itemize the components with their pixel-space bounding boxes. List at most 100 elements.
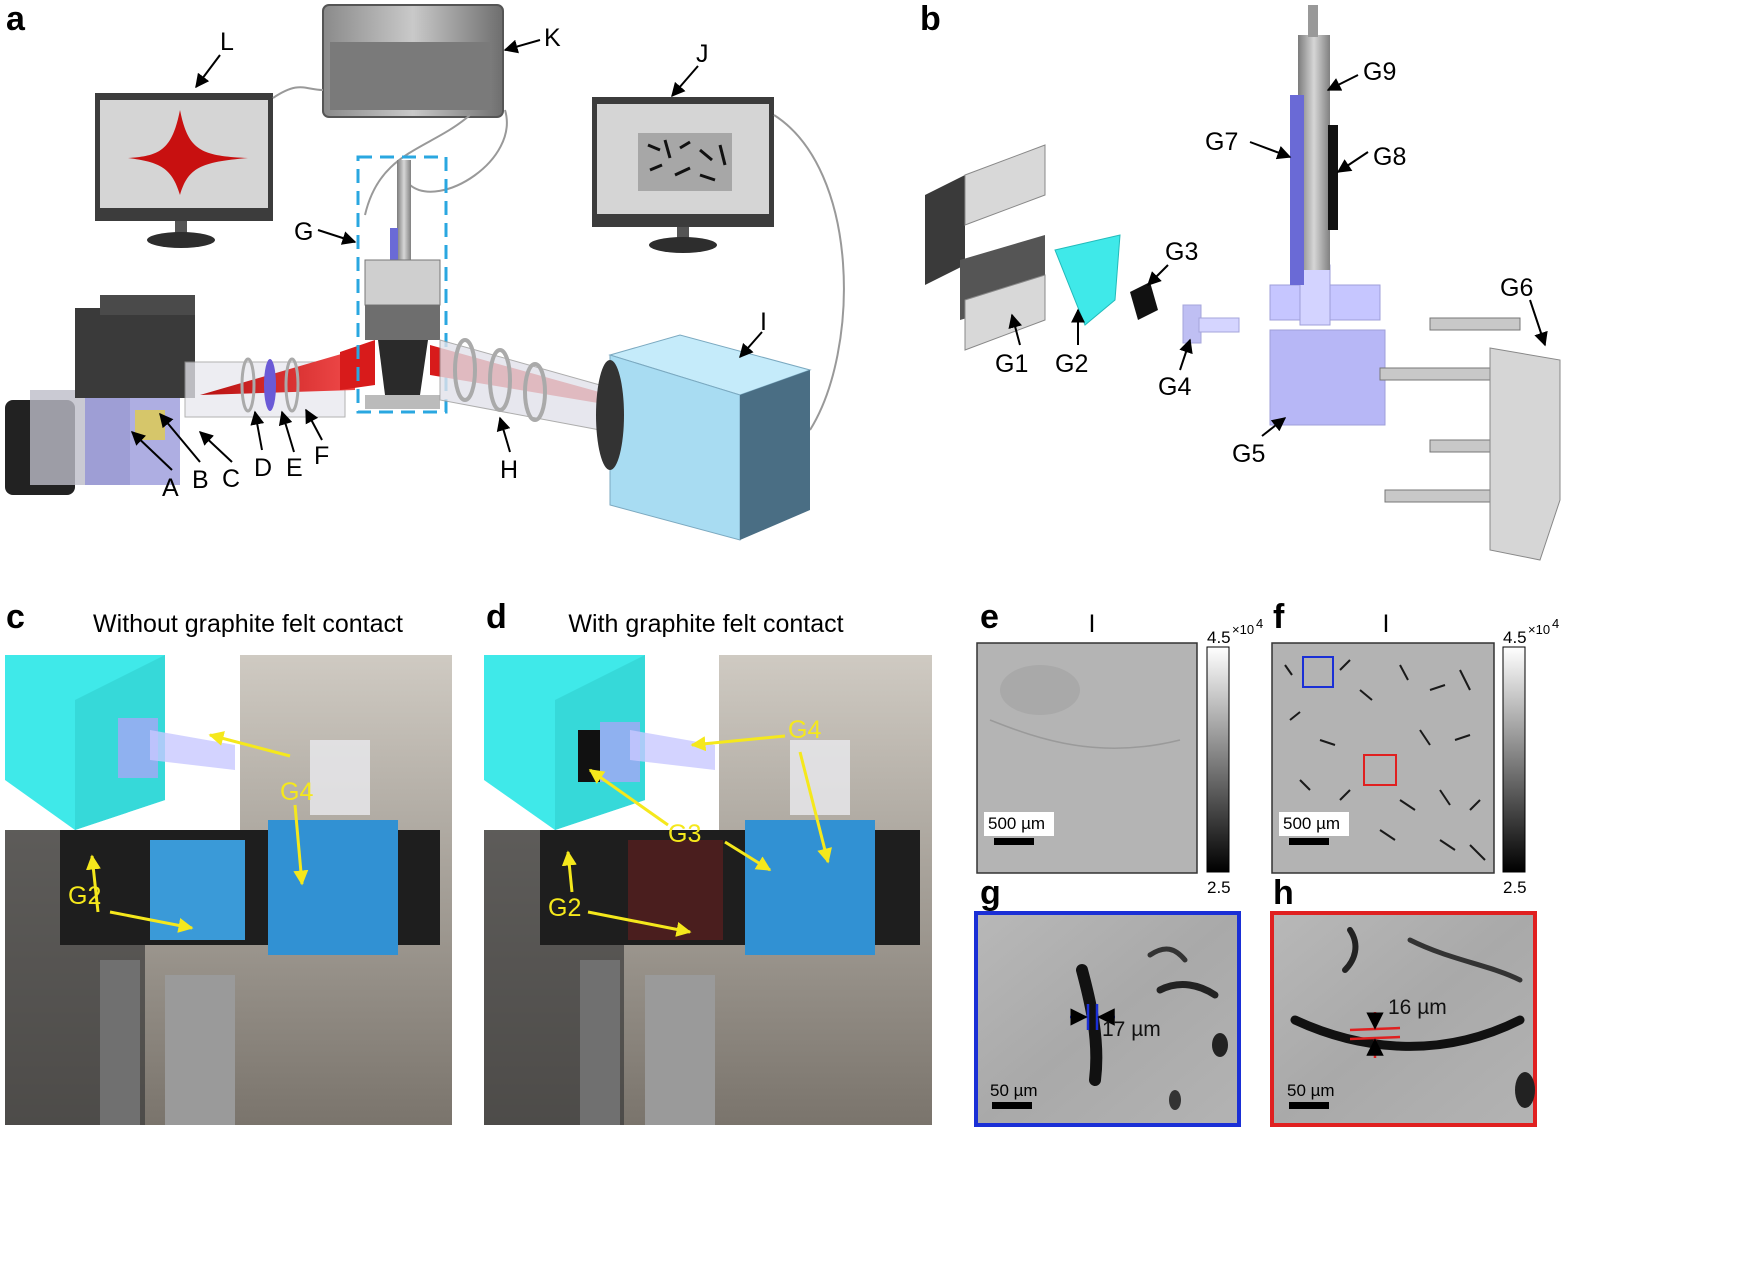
label-g6: G6 bbox=[1500, 274, 1533, 302]
probe-g8 bbox=[1328, 125, 1338, 230]
prism-g2 bbox=[1054, 234, 1121, 326]
fibers-f bbox=[1284, 659, 1486, 861]
panel-letter-h: h bbox=[1273, 874, 1294, 912]
cable-j-i bbox=[773, 114, 845, 431]
panel-e-header: I bbox=[1089, 610, 1096, 638]
arrow-g3 bbox=[1147, 264, 1169, 286]
arrow-g6 bbox=[1529, 299, 1548, 347]
cell-g5 bbox=[1269, 264, 1386, 426]
monitor-l bbox=[95, 93, 273, 248]
image-h bbox=[1270, 911, 1537, 1127]
monitor-j bbox=[592, 97, 774, 253]
illumination-tube bbox=[184, 350, 355, 418]
panel-b: b bbox=[920, 0, 1561, 561]
scale-text-e: 500 µm bbox=[988, 814, 1045, 833]
label-c-g2: G2 bbox=[68, 882, 101, 910]
arrow-e bbox=[278, 410, 295, 453]
roi-box-blue bbox=[1302, 656, 1334, 688]
label-g4: G4 bbox=[1158, 373, 1191, 401]
panel-d-title: With graphite felt contact bbox=[568, 610, 843, 638]
arrow-d-g3a bbox=[588, 768, 669, 827]
arrow-d-g4a bbox=[690, 734, 786, 752]
cbar-exp-sup-e: 4 bbox=[1256, 616, 1263, 631]
label-d-g4: G4 bbox=[788, 716, 821, 744]
cable-k-l bbox=[272, 86, 324, 99]
label-h: H bbox=[500, 456, 518, 484]
flow-cell-g bbox=[364, 160, 441, 409]
measurement-h: 16 µm bbox=[1388, 996, 1447, 1019]
scale-bar-e bbox=[994, 838, 1034, 845]
arrow-f bbox=[305, 408, 323, 441]
arrow-c-g2b bbox=[109, 910, 194, 933]
scale-text-f: 500 µm bbox=[1283, 814, 1340, 833]
arrow-k bbox=[503, 39, 541, 54]
arrow-c-g2a bbox=[85, 854, 101, 913]
panel-h: h 16 µm 50 µm bbox=[1270, 874, 1537, 1127]
arrow-c-g4b bbox=[293, 804, 309, 886]
panel-letter-a: a bbox=[6, 0, 26, 38]
arrow-c bbox=[198, 431, 233, 463]
label-b: B bbox=[192, 466, 209, 494]
arrow-c-g4a bbox=[208, 731, 291, 758]
panel-f-header: I bbox=[1383, 610, 1390, 638]
arrow-g7 bbox=[1249, 141, 1292, 160]
colorbar-e bbox=[1206, 646, 1230, 873]
label-i: I bbox=[760, 308, 767, 336]
label-c: C bbox=[222, 465, 240, 493]
label-d-g3: G3 bbox=[668, 820, 701, 848]
label-g5: G5 bbox=[1232, 440, 1265, 468]
label-g: G bbox=[294, 218, 313, 246]
arrow-a bbox=[130, 431, 173, 471]
cbar-max-f: 4.5 bbox=[1503, 628, 1527, 647]
arrow-h bbox=[496, 416, 511, 453]
panel-c: c Without graphite felt contact G2 G4 bbox=[5, 598, 452, 1125]
cbar-exp-sup-f: 4 bbox=[1552, 616, 1559, 631]
arrow-g8 bbox=[1336, 151, 1369, 173]
arrow-b bbox=[159, 412, 201, 463]
label-f: F bbox=[314, 442, 329, 470]
panel-letter-e: e bbox=[980, 598, 999, 636]
label-g3: G3 bbox=[1165, 238, 1198, 266]
scale-text-g: 50 µm bbox=[990, 1081, 1038, 1100]
cbar-exp-f: ×10 bbox=[1528, 622, 1550, 637]
scale-bar-h bbox=[1289, 1102, 1329, 1109]
cable-k-g bbox=[409, 109, 508, 193]
label-l: L bbox=[220, 28, 234, 56]
imaging-tube-h bbox=[439, 338, 601, 431]
cable-k-g2 bbox=[364, 114, 471, 216]
cbar-min-e: 2.5 bbox=[1207, 878, 1231, 897]
scale-text-h: 50 µm bbox=[1287, 1081, 1335, 1100]
panel-d: d With graphite felt contact G2 G3 G4 bbox=[484, 598, 932, 1125]
frame-g6 bbox=[1379, 317, 1561, 561]
label-g1: G1 bbox=[995, 350, 1028, 378]
label-g8: G8 bbox=[1373, 143, 1406, 171]
panel-letter-f: f bbox=[1273, 598, 1285, 636]
cbar-min-f: 2.5 bbox=[1503, 878, 1527, 897]
arrow-g9 bbox=[1326, 74, 1359, 91]
panel-letter-b: b bbox=[920, 0, 941, 38]
colorbar-f bbox=[1502, 646, 1526, 873]
arrow-g4 bbox=[1179, 338, 1193, 371]
panel-letter-c: c bbox=[6, 598, 25, 636]
arrow-d bbox=[250, 410, 265, 451]
arrow-g bbox=[317, 229, 357, 245]
panel-letter-g: g bbox=[980, 874, 1001, 912]
arrow-i bbox=[739, 331, 763, 359]
laser-beam-in bbox=[340, 340, 375, 390]
panel-g: g 17 µm 50 µm bbox=[974, 874, 1241, 1127]
label-k: K bbox=[544, 24, 561, 52]
arrow-d-g3b bbox=[724, 840, 772, 872]
camera-i bbox=[596, 334, 812, 541]
meas-line-h2 bbox=[1349, 1035, 1401, 1041]
panel-f: f I 500 µm 4.5 ×10 4 2.5 bbox=[1271, 598, 1559, 897]
roi-box-red bbox=[1363, 754, 1397, 786]
window-g4 bbox=[1182, 304, 1240, 344]
label-j: J bbox=[696, 40, 709, 68]
label-a: A bbox=[162, 474, 179, 502]
arrow-d-g4b bbox=[798, 751, 832, 864]
probe-g7 bbox=[1290, 95, 1304, 285]
scale-bar-f bbox=[1289, 838, 1329, 845]
image-g bbox=[974, 911, 1241, 1127]
cbar-exp-e: ×10 bbox=[1232, 622, 1254, 637]
